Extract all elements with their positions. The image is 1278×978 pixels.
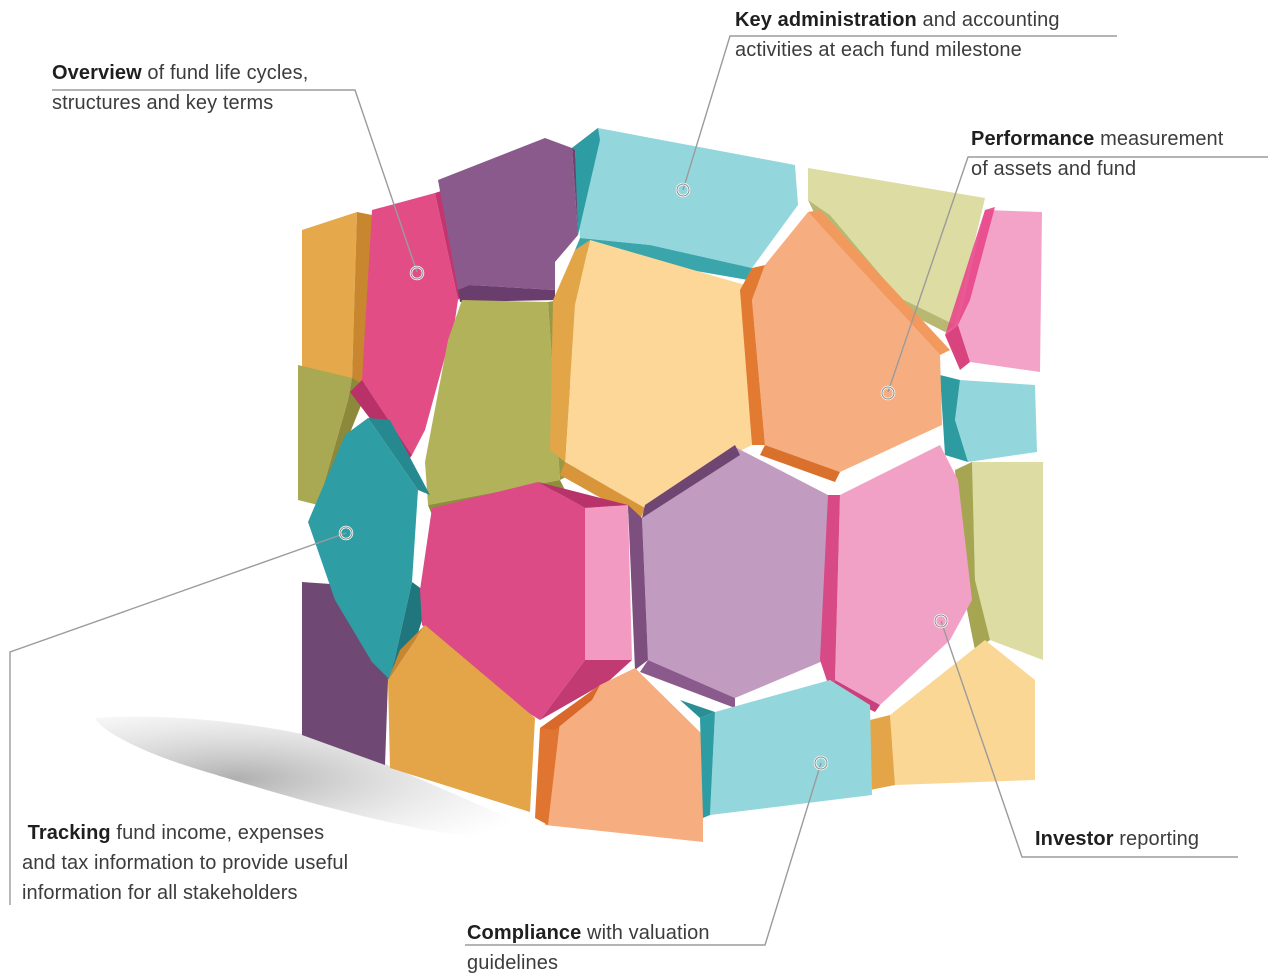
callout-investor-bold: Investor (1035, 828, 1114, 850)
callout-tracking: Tracking fund income, expenses and tax i… (22, 818, 348, 908)
callout-key-admin-line2: activities at each fund milestone (735, 39, 1022, 61)
callout-compliance: Compliance with valuation guidelines (467, 918, 710, 978)
callout-overview-text: of fund life cycles, (147, 62, 309, 84)
tile-light-teal-right (955, 380, 1037, 462)
tile-purple-bottom-left (302, 582, 388, 765)
callout-key-admin-text: and accounting (922, 9, 1060, 31)
callout-compliance-bold: Compliance (467, 922, 582, 944)
callout-tracking-line2: and tax information to provide useful (22, 852, 349, 874)
tile-peach-bottom (535, 668, 703, 842)
callout-investor-text: reporting (1119, 828, 1200, 850)
callout-key-admin: Key administration and accounting activi… (735, 5, 1060, 65)
tile-lavender-hexagon (628, 445, 830, 708)
callout-performance-text: measurement (1100, 128, 1224, 150)
callout-investor: Investor reporting (1035, 824, 1199, 854)
callout-tracking-text: fund income, expenses (116, 822, 325, 844)
tile-light-teal-compliance (680, 680, 872, 818)
callout-performance-bold: Performance (971, 128, 1095, 150)
leader-line-key-admin (682, 35, 1117, 191)
tile-olive-left (298, 365, 352, 505)
floor-shadow (95, 716, 560, 841)
tile-orange-top-left (302, 212, 357, 380)
callout-overview-line2: structures and key terms (52, 92, 274, 114)
tile-light-orange-bottom-right (890, 640, 1035, 785)
leader-line-performance (887, 156, 1268, 393)
callout-performance-line2: of assets and fund (971, 158, 1137, 180)
callout-overview-bold: Overview (52, 62, 142, 84)
tile-orange-bottom (388, 625, 535, 812)
leader-line-tracking (9, 532, 347, 905)
callout-overview: Overview of fund life cycles, structures… (52, 58, 308, 118)
tile-light-teal-key-admin (572, 128, 798, 280)
callout-performance: Performance measurement of assets and fu… (971, 124, 1223, 184)
callout-compliance-line2: guidelines (467, 952, 559, 974)
leader-line-investor (940, 620, 1238, 858)
leader-line-overview (52, 89, 418, 273)
callout-tracking-line3: information for all stakeholders (22, 882, 298, 904)
callout-compliance-text: with valuation (587, 922, 710, 944)
tile-khaki-mid-right (972, 462, 1043, 660)
callout-key-admin-bold: Key administration (735, 9, 917, 31)
tile-peach-performance (740, 210, 950, 482)
leader-lines (9, 35, 1268, 946)
tile-light-orange-center (550, 240, 752, 520)
tile-khaki-top-right (808, 168, 985, 325)
cube-right-face (808, 168, 1043, 790)
callout-tracking-bold: Tracking (27, 822, 111, 844)
leader-line-compliance (465, 762, 822, 946)
